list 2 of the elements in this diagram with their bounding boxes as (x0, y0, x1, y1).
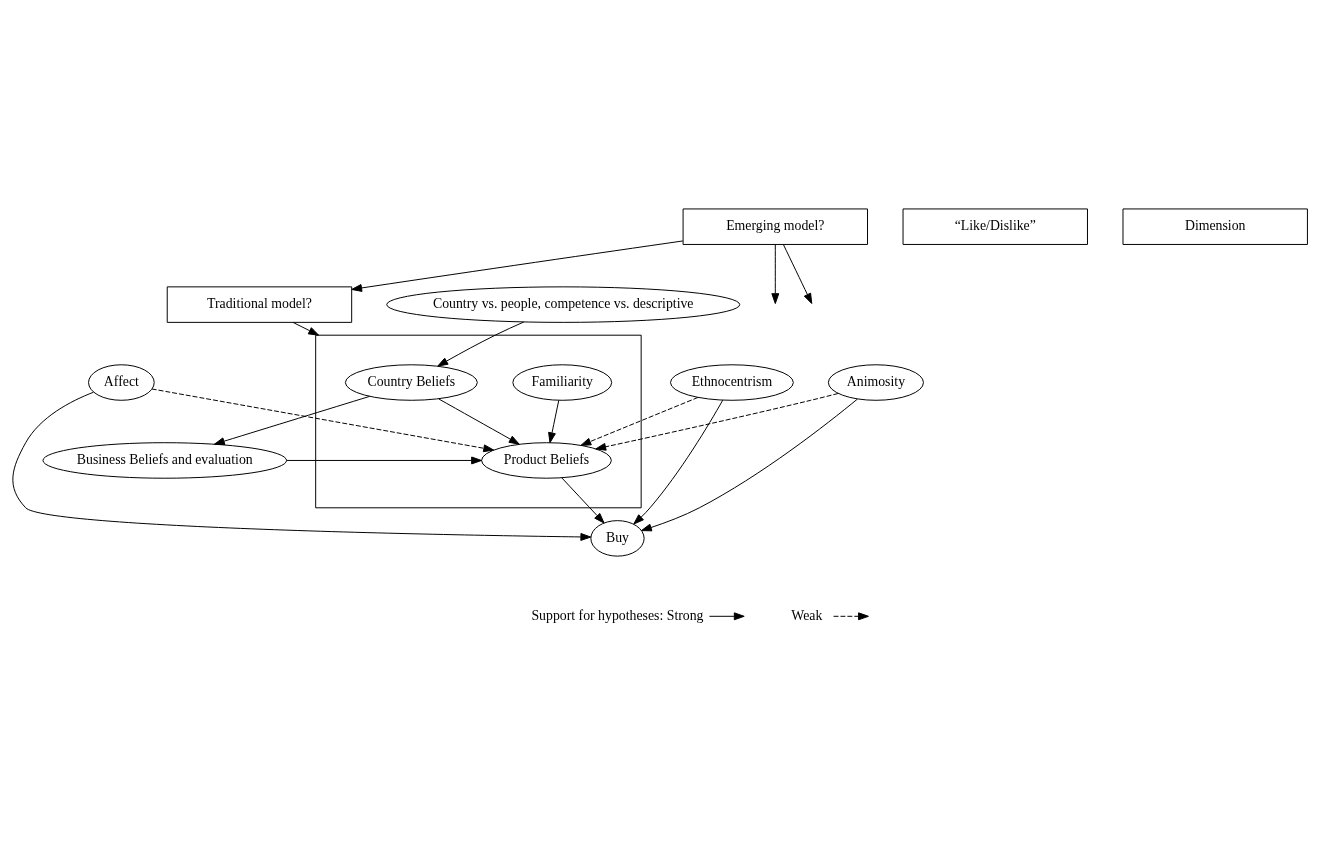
legend-label: Weak (791, 607, 823, 623)
legend-label: Support for hypotheses: Strong (531, 607, 704, 623)
